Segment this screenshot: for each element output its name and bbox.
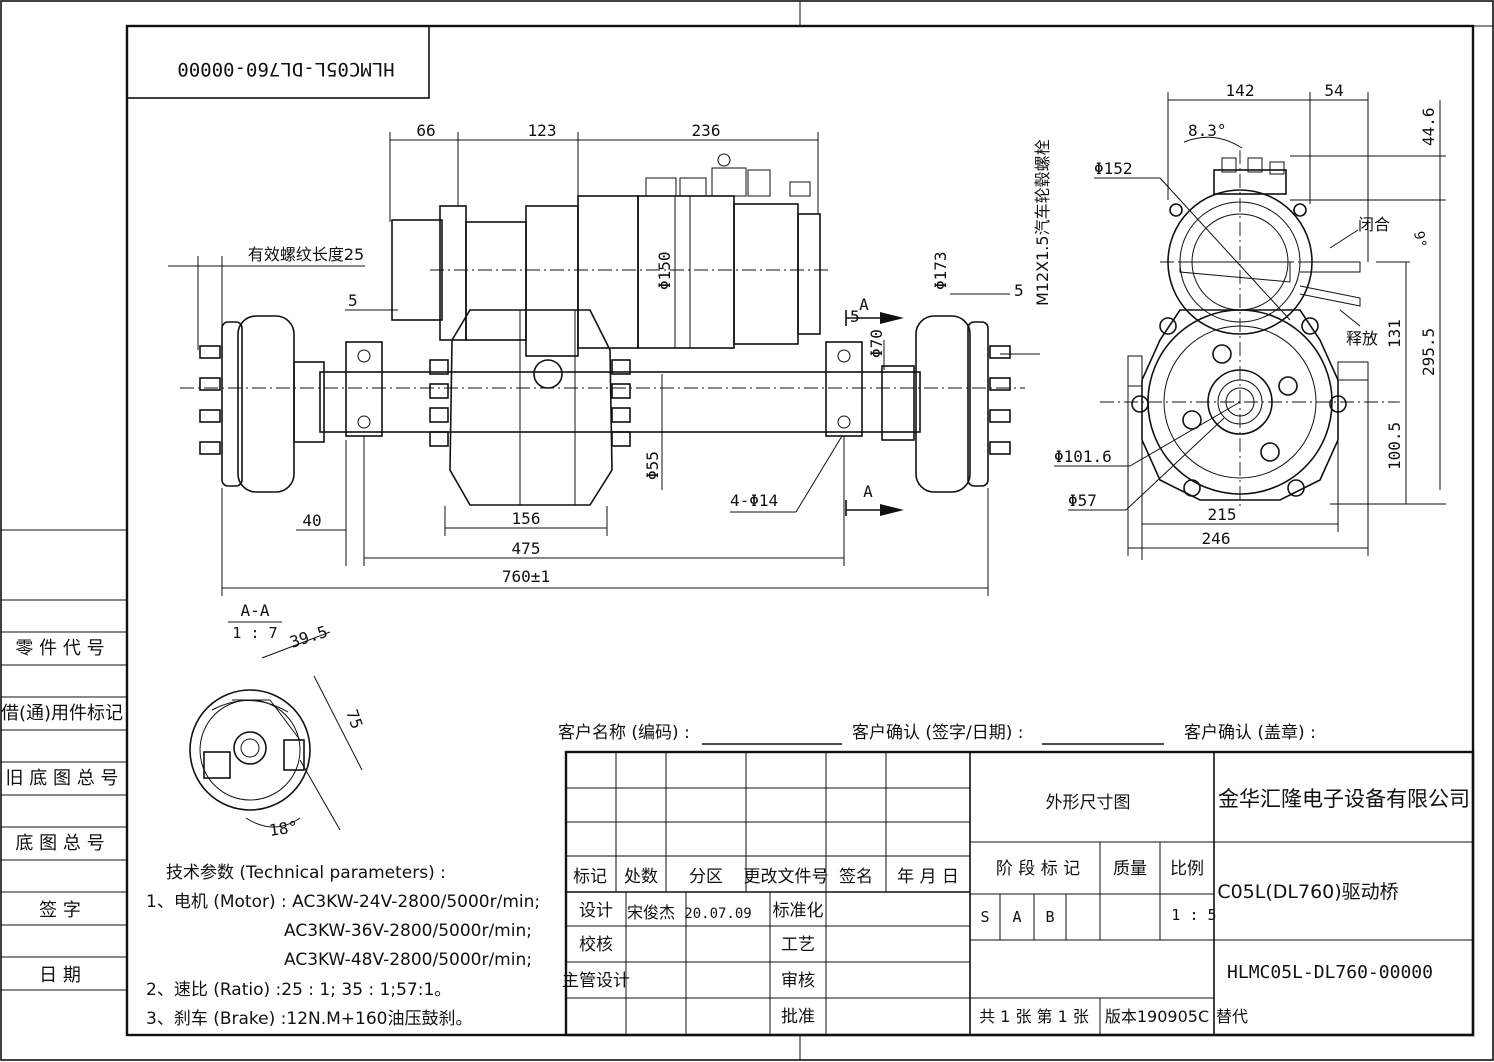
technical-parameters: 技术参数 (Technical parameters) : 1、电机 (Moto… [146, 863, 540, 1029]
tb-scale: 1 : 5 [1171, 906, 1216, 924]
dim-123: 123 [528, 121, 557, 140]
dim-angle-8-3: 8.3° [1188, 121, 1227, 140]
dim-215: 215 [1208, 505, 1237, 524]
customer-sign-label: 客户确认 (签字/日期) : [852, 723, 1024, 743]
tb-weight: 质量 [1113, 859, 1147, 879]
note-bolt: M12X1.5汽车轮毂螺栓 [1033, 139, 1052, 306]
margin-borrow-mark: 借(通)用件标记 [1, 703, 123, 724]
tb-header-zone: 分区 [689, 867, 723, 887]
tb-stage-b: B [1045, 908, 1054, 926]
margin-part-code: 零 件 代 号 [15, 638, 104, 659]
tb-sheets: 共 1 张 第 1 张 [979, 1007, 1089, 1026]
tech-line-1: 1、电机 (Motor) : AC3KW-24V-2800/5000r/min; [146, 892, 540, 912]
tb-stage-a: A [1012, 908, 1021, 926]
tb-ratio: 比例 [1170, 859, 1204, 879]
dim-142: 142 [1226, 81, 1255, 100]
dim-100-5: 100.5 [1385, 422, 1404, 470]
dim-760: 760±1 [502, 567, 550, 586]
tb-review: 审核 [781, 971, 815, 991]
tb-designer: 宋俊杰 [627, 903, 675, 922]
left-margin-table: 零 件 代 号 借(通)用件标记 旧 底 图 总 号 底 图 总 号 签 字 日… [1, 529, 127, 991]
tb-design-label: 设计 [579, 901, 613, 921]
dim-44-6: 44.6 [1419, 107, 1438, 146]
tb-stage-s: S [980, 908, 989, 926]
customer-name-label: 客户名称 (编码) : [558, 723, 690, 743]
tb-stage-mark: 阶 段 标 记 [996, 859, 1080, 879]
label-closed: 闭合 [1358, 215, 1390, 234]
tb-version: 版本190905C [1105, 1007, 1209, 1026]
margin-drawing-total: 底 图 总 号 [15, 833, 104, 854]
dim-40: 40 [302, 511, 321, 530]
tech-line-2: 2、速比 (Ratio) :25 : 1; 35 : 1;57:1。 [146, 980, 451, 1000]
dim-thread-length: 有效螺纹长度25 [248, 245, 364, 264]
dim-phi70: Φ70 [867, 329, 886, 358]
tb-design-date: 20.07.09 [684, 906, 751, 922]
dim-phi150: Φ150 [655, 251, 674, 290]
tech-line-3: 3、刹车 (Brake) :12N.M+160油压鼓刹。 [146, 1009, 473, 1029]
tech-line-1c: AC3KW-48V-2800/5000r/min; [284, 950, 532, 970]
tb-process: 工艺 [781, 935, 815, 955]
dim-phi57: Φ57 [1068, 491, 1097, 510]
customer-stamp-label: 客户确认 (盖章) : [1184, 723, 1316, 743]
section-view-aa: A-A 1 : 7 39.5 75 18° [189, 601, 367, 840]
dim-295-5: 295.5 [1419, 328, 1438, 376]
dim-66: 66 [416, 121, 435, 140]
dim-holes: 4-Φ14 [730, 491, 778, 510]
tb-product: C05L(DL760)驱动桥 [1217, 881, 1398, 903]
margin-date: 日 期 [39, 965, 81, 986]
tech-title: 技术参数 (Technical parameters) : [166, 863, 446, 883]
dim-246: 246 [1202, 529, 1231, 548]
tb-header-mark: 标记 [573, 867, 607, 887]
front-view-axle [180, 153, 1025, 506]
dim-5-right: 5 [850, 307, 860, 326]
side-view-dimensions: 142 54 8.3° 44.6 Φ152 闭合 9° 释放 131 295.5… [1054, 81, 1446, 560]
tb-standard: 标准化 [773, 901, 824, 921]
tb-header-count: 处数 [624, 867, 658, 887]
tb-approve: 批准 [781, 1007, 815, 1027]
dim-phi152: Φ152 [1094, 159, 1133, 178]
tb-company: 金华汇隆电子设备有限公司 [1218, 787, 1470, 811]
reversed-code-box: HLMC05L-DL760-00000 [126, 25, 430, 99]
margin-signature: 签 字 [39, 900, 81, 921]
dim-angle-9: 9° [1410, 230, 1429, 249]
customer-confirmation: 客户名称 (编码) : 客户确认 (签字/日期) : 客户确认 (盖章) : [558, 723, 1316, 745]
tb-replace: 替代 [1216, 1007, 1248, 1026]
dim-131: 131 [1385, 319, 1404, 348]
tb-header-date: 年 月 日 [897, 867, 959, 887]
tech-line-1b: AC3KW-36V-2800/5000r/min; [284, 921, 532, 941]
dim-475: 475 [512, 539, 541, 558]
dim-156: 156 [512, 509, 541, 528]
dim-5-right-top: 5 [1014, 281, 1024, 300]
tb-header-sign: 签名 [839, 867, 873, 887]
dim-236: 236 [692, 121, 721, 140]
tb-drawing-type: 外形尺寸图 [1046, 793, 1131, 813]
section-a-bottom: A [863, 482, 873, 501]
section-dim-75: 75 [342, 707, 366, 732]
dim-phi173: Φ173 [931, 251, 950, 290]
dim-5-left: 5 [348, 291, 358, 310]
section-scale: 1 : 7 [232, 624, 277, 642]
tb-lead-design: 主管设计 [562, 971, 630, 991]
tb-check: 校核 [579, 935, 613, 955]
margin-old-drawing: 旧 底 图 总 号 [6, 768, 119, 789]
side-view [1100, 150, 1400, 510]
reversed-code: HLMC05L-DL760-00000 [177, 58, 394, 80]
dim-phi101-6: Φ101.6 [1054, 447, 1112, 466]
tb-header-change-doc: 更改文件号 [744, 867, 829, 887]
section-a-top: A [859, 295, 869, 314]
dim-54: 54 [1324, 81, 1343, 100]
section-title: A-A [241, 601, 270, 620]
section-dim-18: 18° [268, 817, 299, 840]
label-release: 释放 [1346, 329, 1378, 348]
dim-phi55: Φ55 [643, 451, 662, 480]
front-view-dimensions: 66 123 236 有效螺纹长度25 5 Φ150 Φ173 5 M12X1.… [168, 121, 1052, 596]
tb-code: HLMC05L-DL760-00000 [1227, 962, 1433, 983]
title-block: 标记 处数 分区 更改文件号 签名 年 月 日 设计 宋俊杰 20.07.09 … [562, 750, 1475, 1037]
section-dim-39-5: 39.5 [287, 622, 330, 652]
